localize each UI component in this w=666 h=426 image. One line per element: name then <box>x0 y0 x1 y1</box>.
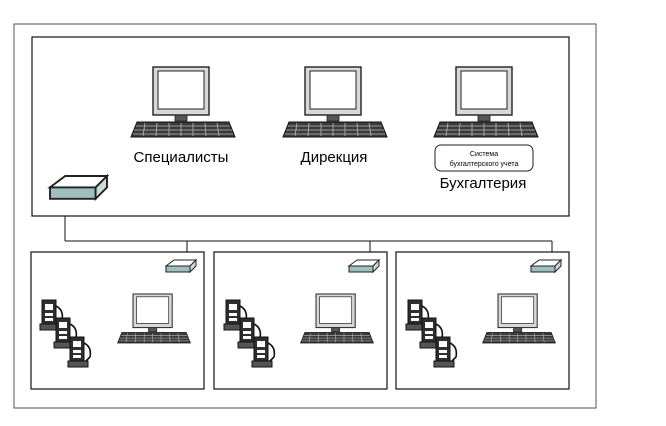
network-links <box>64 216 553 252</box>
accounting-system-badge <box>434 144 534 172</box>
branch-office-1 <box>30 251 205 390</box>
branch-office-3 <box>395 251 570 390</box>
label-specialists: Специалисты <box>134 149 229 166</box>
badge-line-2: бухгалтерского учета <box>450 160 519 168</box>
badge-line-1: Система <box>470 151 498 158</box>
branch-office-2 <box>213 251 388 390</box>
label-directorate: Дирекция <box>301 149 368 166</box>
label-accounting: Бухгалтерия <box>440 175 527 192</box>
